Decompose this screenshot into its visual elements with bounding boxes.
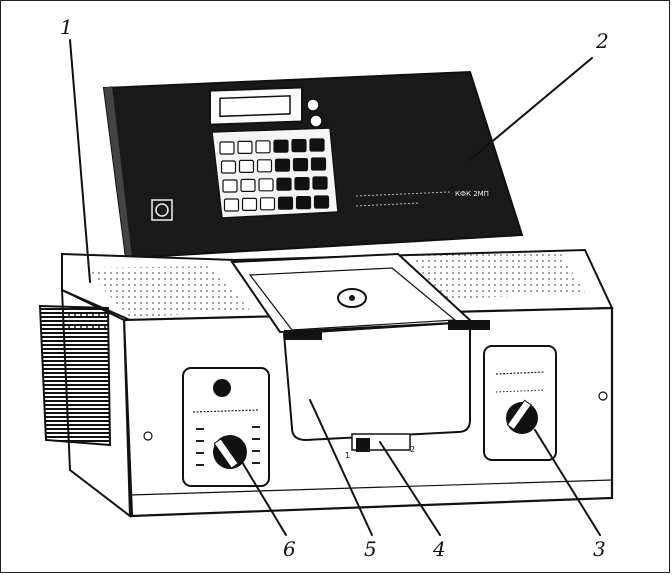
- callout-5: 5: [364, 537, 377, 561]
- keypad-key: [277, 196, 294, 210]
- callout-2: 2: [595, 29, 609, 53]
- keypad-key: [276, 177, 292, 191]
- keypad-key: [238, 159, 255, 173]
- cuvette-lid: [230, 252, 490, 442]
- keypad-key: [223, 198, 240, 212]
- keypad-key: [274, 158, 291, 172]
- keypad-key: [220, 160, 237, 174]
- callout-1: 1: [60, 15, 73, 39]
- lid-handle-icon: [337, 288, 367, 308]
- keypad-key: [240, 178, 256, 192]
- panel-text-line-2: [355, 202, 421, 207]
- keypad-key: [309, 138, 325, 152]
- keypad-key: [310, 157, 327, 171]
- keypad-key: [237, 140, 253, 154]
- keypad-key: [241, 197, 258, 211]
- keypad-key: [219, 141, 235, 155]
- logo-icon: [151, 199, 173, 221]
- keypad-key: [294, 177, 310, 191]
- keypad-key: [258, 178, 274, 192]
- keypad-key: [291, 139, 307, 153]
- slider-position-2: 2: [410, 445, 415, 454]
- keypad-key: [295, 196, 312, 210]
- keypad-key: [273, 139, 289, 153]
- keypad: [219, 138, 330, 212]
- keypad-key: [255, 140, 271, 154]
- sensitivity-knob: [506, 399, 538, 434]
- ventilation-grille-right: [410, 252, 585, 300]
- keypad-key: [259, 197, 276, 211]
- ventilation-grille-left: [84, 266, 250, 318]
- left-end-block: [38, 304, 112, 447]
- model-label: КФК 2МП: [455, 190, 489, 198]
- leader-lines: [69, 39, 601, 536]
- callout-3: 3: [593, 537, 606, 561]
- display-panel: КФК 2МП: [102, 70, 524, 260]
- keypad-key: [222, 179, 238, 193]
- indicator-knob-bottom: [309, 114, 323, 128]
- screw-right: [598, 391, 608, 401]
- keypad-key: [292, 158, 309, 172]
- indicator-knob-top: [306, 98, 320, 112]
- filter-knob: [213, 435, 247, 469]
- callout-6: 6: [283, 537, 296, 561]
- indicator-lamp: [213, 379, 231, 397]
- screw-left: [143, 431, 153, 441]
- keypad-key: [312, 176, 328, 190]
- display-window: [209, 86, 303, 126]
- slider-position-1: 1: [345, 451, 350, 460]
- keypad-key: [313, 195, 330, 209]
- right-control-plate: [483, 345, 557, 461]
- left-control-plate: [182, 367, 270, 487]
- callout-4: 4: [432, 537, 446, 561]
- keypad-key: [256, 159, 273, 173]
